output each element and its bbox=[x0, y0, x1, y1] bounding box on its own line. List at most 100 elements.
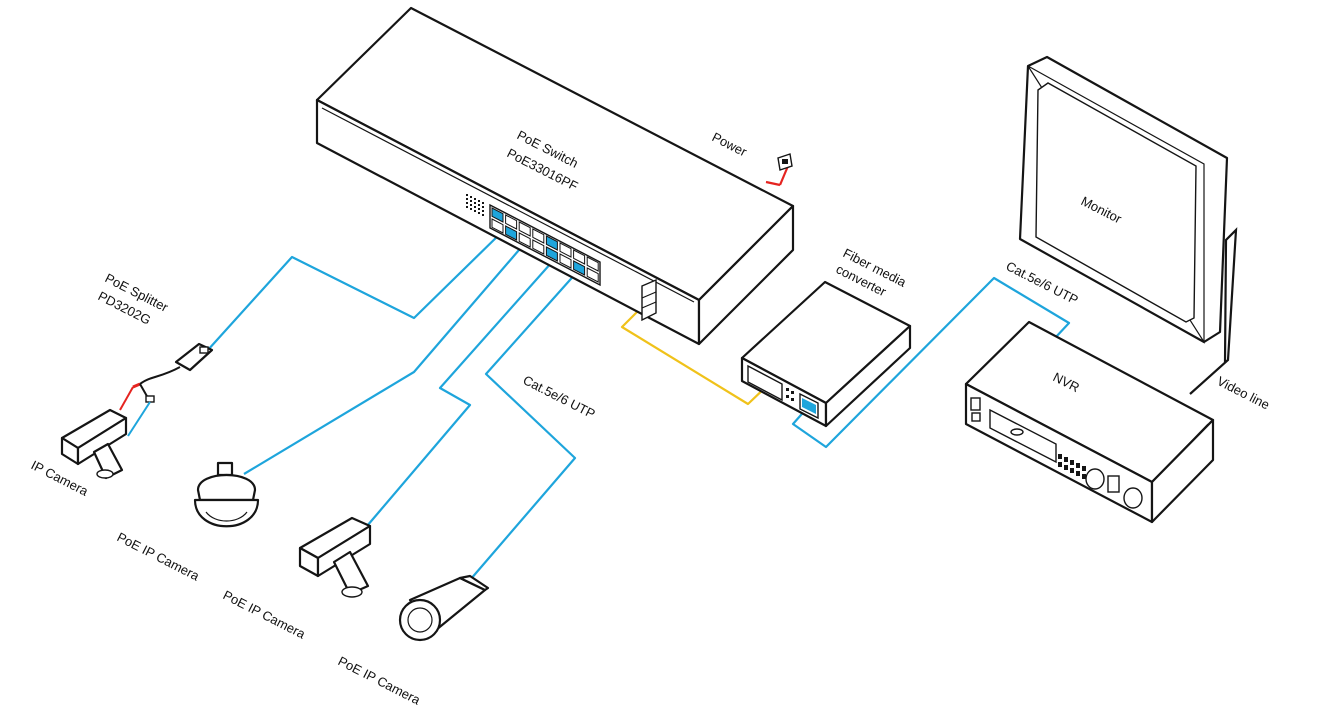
vent-hole bbox=[474, 202, 476, 204]
fiber-switch-to-converter bbox=[620, 297, 771, 406]
nvr-button-grid bbox=[1058, 454, 1086, 479]
vent-hole bbox=[478, 204, 480, 206]
converter-led bbox=[791, 391, 794, 394]
power-cable-segment bbox=[778, 165, 790, 186]
vent-hole bbox=[466, 194, 468, 196]
box-camera-base bbox=[341, 586, 363, 598]
nvr-power-button bbox=[971, 412, 981, 422]
bullet-camera-back bbox=[458, 574, 490, 592]
dome-camera-icon bbox=[193, 461, 260, 528]
switch-port bbox=[559, 253, 572, 269]
switch-port bbox=[518, 221, 531, 237]
box-camera-icon bbox=[298, 516, 372, 598]
splitter-to-camera bbox=[127, 401, 151, 437]
nvr-shuttle-dial bbox=[1123, 487, 1143, 509]
vent-hole bbox=[466, 198, 468, 200]
converter-fiber-port bbox=[747, 364, 783, 402]
bullet-camera-lens-ring bbox=[398, 598, 442, 642]
poe-splitter bbox=[119, 342, 214, 437]
box-camera-mount bbox=[332, 550, 370, 596]
dome-camera-mount bbox=[216, 461, 234, 477]
fiber-media-converter bbox=[740, 280, 912, 428]
ip-camera-mount bbox=[92, 442, 124, 480]
switch-port bbox=[559, 242, 572, 258]
vent-hole bbox=[474, 210, 476, 212]
converter-side bbox=[824, 324, 912, 428]
nvr-bevel bbox=[1155, 423, 1209, 479]
monitor bbox=[1018, 55, 1229, 345]
switch-port bbox=[573, 249, 586, 265]
bullet-camera-icon bbox=[398, 574, 490, 642]
cable-converter-to-nvr bbox=[791, 276, 1071, 449]
ip-camera-icon bbox=[60, 408, 128, 480]
vent-hole bbox=[478, 208, 480, 210]
sfp-divider-2 bbox=[641, 301, 657, 309]
converter-led bbox=[786, 388, 789, 391]
vent-hole bbox=[482, 206, 484, 208]
splitter-rj45 bbox=[145, 395, 155, 403]
vent-hole bbox=[470, 208, 472, 210]
switch-port-panel bbox=[489, 203, 601, 287]
nvr-button bbox=[1064, 457, 1068, 462]
vent-hole bbox=[478, 212, 480, 214]
poe-camera-label-2: PoE IP Camera bbox=[221, 587, 309, 642]
switch-ports bbox=[491, 207, 599, 283]
cable-dome-camera-to-switch bbox=[243, 242, 526, 475]
nvr-button bbox=[1070, 468, 1074, 473]
switch-vent-holes bbox=[466, 194, 484, 216]
splitter-cable bbox=[139, 366, 181, 385]
box-camera-housing-side bbox=[316, 524, 372, 578]
dome-camera-dome bbox=[193, 498, 260, 528]
converter-led bbox=[791, 398, 794, 401]
vent-hole bbox=[466, 206, 468, 208]
poe-camera-label-1: PoE IP Camera bbox=[115, 529, 203, 584]
nvr-button bbox=[1070, 460, 1074, 465]
vent-hole bbox=[474, 198, 476, 200]
cable-bullet-camera-to-switch bbox=[469, 261, 587, 581]
nvr bbox=[964, 320, 1215, 524]
power-socket-hole bbox=[782, 159, 788, 164]
cables bbox=[206, 165, 1238, 581]
switch-port bbox=[545, 246, 558, 262]
power-cable-red bbox=[765, 180, 781, 187]
vent-hole bbox=[466, 202, 468, 204]
nvr-drive-bay bbox=[989, 408, 1057, 464]
nvr-button bbox=[1082, 474, 1086, 479]
dome-camera-lens bbox=[205, 511, 248, 522]
switch-port bbox=[491, 218, 504, 234]
cable-splitter-to-switch bbox=[206, 228, 506, 352]
vent-hole bbox=[482, 214, 484, 216]
cable-box-camera-to-switch bbox=[366, 252, 561, 527]
switch-port bbox=[518, 232, 531, 248]
nvr-button bbox=[1076, 471, 1080, 476]
sfp-slot bbox=[641, 278, 657, 322]
bullet-camera-lens bbox=[407, 607, 433, 633]
switch-port bbox=[573, 260, 586, 276]
switch-port bbox=[505, 225, 518, 241]
nvr-button bbox=[1076, 463, 1080, 468]
switch-port bbox=[586, 256, 599, 272]
switch-port bbox=[532, 239, 545, 255]
vent-hole bbox=[478, 200, 480, 202]
nvr-jog-dial bbox=[1085, 468, 1105, 490]
sfp-divider bbox=[641, 291, 657, 299]
switch-port bbox=[505, 214, 518, 230]
power-label: Power bbox=[710, 129, 750, 159]
switch-side bbox=[697, 204, 795, 346]
poe-switch bbox=[315, 6, 795, 346]
nvr-key-pad bbox=[1107, 475, 1120, 493]
switch-port bbox=[586, 267, 599, 283]
switch-port bbox=[491, 207, 504, 223]
nvr-button bbox=[1064, 465, 1068, 470]
vent-hole bbox=[482, 202, 484, 204]
ip-camera-base bbox=[96, 469, 114, 479]
vent-hole bbox=[470, 200, 472, 202]
nvr-eject-button bbox=[1010, 428, 1024, 436]
splitter-port bbox=[199, 346, 209, 354]
nvr-button bbox=[1058, 454, 1062, 459]
camera-cable-label: Cat.5e/6 UTP bbox=[521, 372, 598, 421]
splitter-power-plug bbox=[132, 382, 141, 389]
video-line-label: Video line bbox=[1215, 373, 1272, 412]
